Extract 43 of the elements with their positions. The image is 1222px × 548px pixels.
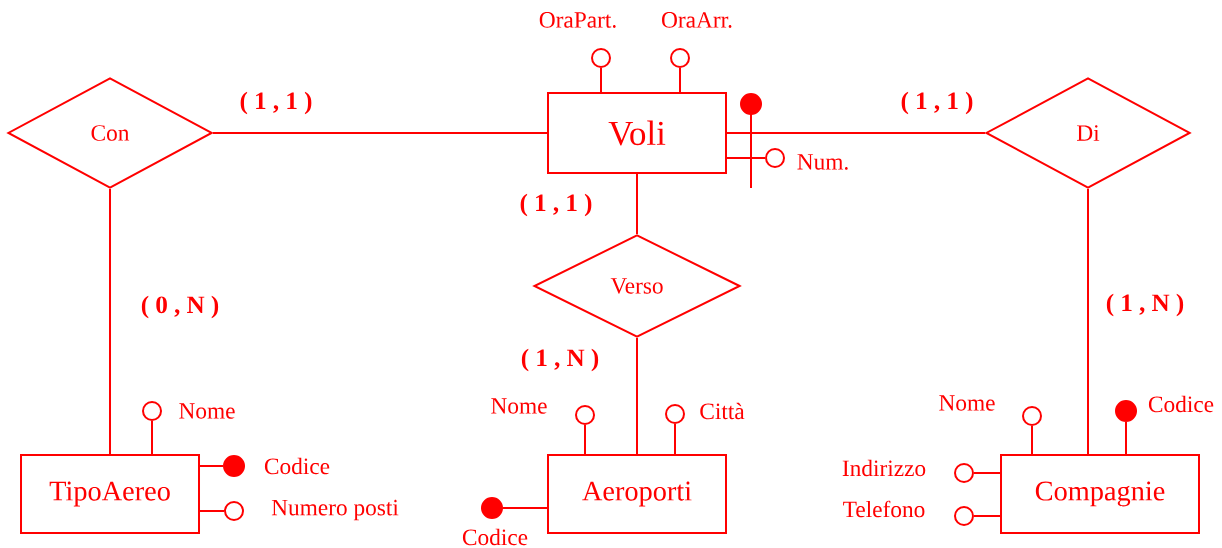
attribute-label: Numero posti [271,499,399,521]
identifier-dot [740,93,762,115]
cardinality-label: ( 1 , 1 ) [898,90,976,116]
entity-box: Compagnie [1000,454,1200,534]
cardinality-label: ( 1 , N ) [1104,292,1186,318]
connector-line [679,67,681,93]
cardinality-label: ( 1 , 1 ) [237,90,315,116]
attribute-label: Telefono [843,500,925,518]
connector-line [1087,188,1089,455]
attribute-label: Nome [179,403,235,419]
connector-line [973,515,1001,517]
connector-line [584,424,586,455]
attribute-label: Nome [939,395,995,411]
attribute-label: Nome [491,398,547,414]
attribute-label: Indirizzo [842,459,926,477]
entity-box: Voli [547,92,727,174]
connector-line [109,188,111,455]
connector-line [636,337,638,455]
connector-line [726,132,986,134]
connector-line [973,472,1001,474]
connector-line [726,157,766,159]
connector-line [1031,425,1033,455]
connector-line [199,510,225,512]
connector-line [636,173,638,235]
cardinality-label: ( 1 , N ) [519,347,601,373]
attribute-label: Codice [462,528,528,546]
connector-line [502,507,548,509]
cardinality-label: ( 1 , 1 ) [517,192,595,218]
attribute-label: Codice [1148,395,1214,413]
connector-line [674,423,676,455]
connector-line [199,465,224,467]
attribute-label: Num. [797,154,848,170]
attribute-label: Città [700,402,745,420]
connector-line [600,67,602,93]
entity-box: TipoAereo [20,454,200,534]
connector-line [1125,421,1127,455]
entity-box: Aeroporti [547,454,727,534]
cardinality-label: ( 0 , N ) [139,294,221,320]
attribute-label: OraPart. [539,12,616,28]
connector-line [212,132,548,134]
connector-line [151,420,153,455]
attribute-label: Codice [264,457,330,475]
attribute-label: OraArr. [662,12,732,28]
